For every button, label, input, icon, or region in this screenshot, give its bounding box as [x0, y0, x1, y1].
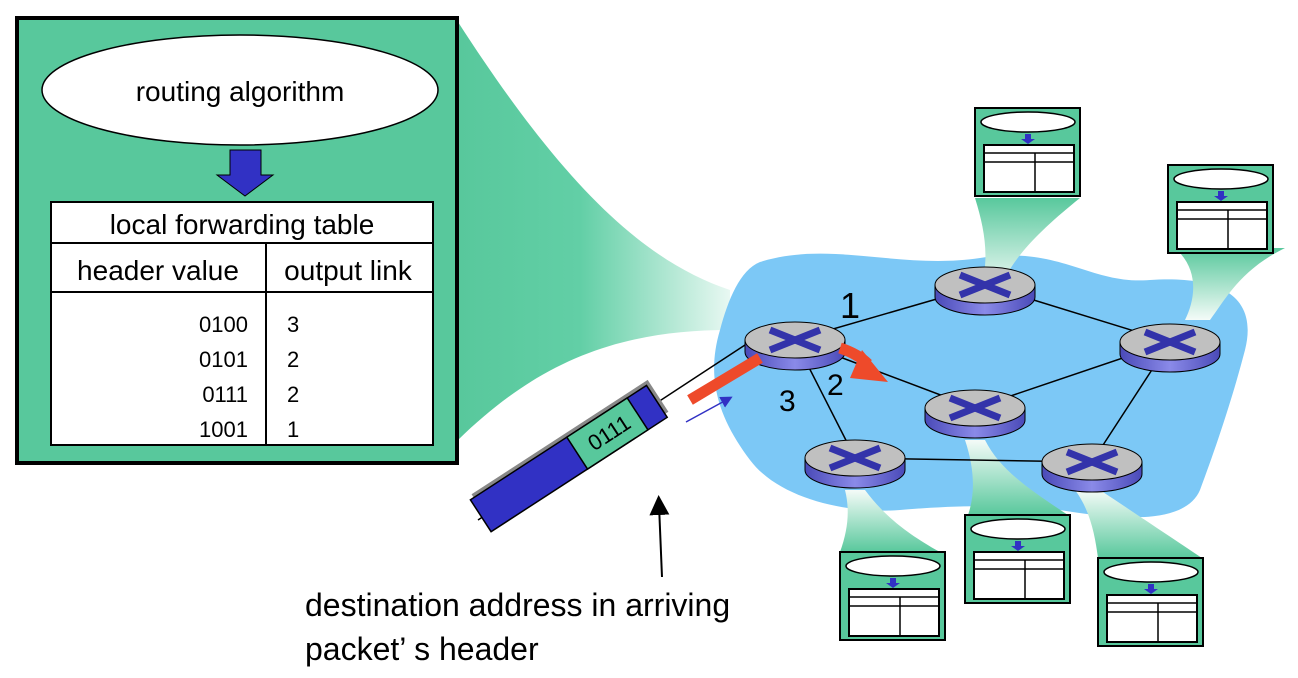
routing-algorithm-node — [41, 34, 439, 146]
routing-algorithm-label: routing algorithm — [136, 76, 345, 107]
mini-beam — [975, 198, 1080, 290]
down-arrow-icon — [886, 578, 900, 588]
packet-direction-arrow — [685, 396, 733, 423]
column-header-value: header value — [77, 255, 239, 286]
link-label-2: 2 — [827, 369, 844, 402]
down-arrow-icon — [1214, 191, 1228, 201]
column-output-link: output link — [284, 255, 413, 286]
router-cross-icon — [828, 444, 882, 472]
table-cell-link: 1 — [287, 417, 299, 442]
packet: 0111 — [469, 379, 669, 533]
router-cross-icon — [1065, 448, 1119, 476]
router-cross-icon — [948, 394, 1002, 422]
mini-beam — [1175, 248, 1285, 320]
table-title: local forwarding table — [110, 209, 375, 240]
table-cell-header: 0111 — [202, 382, 248, 407]
down-arrow-icon — [1021, 134, 1035, 144]
down-arrow-icon — [215, 149, 275, 197]
forwarding-table: local forwarding table header value outp… — [50, 201, 434, 446]
router — [924, 389, 1026, 439]
table-cell-link: 3 — [287, 312, 299, 337]
table-cell-link: 2 — [287, 347, 299, 372]
mini-forwarding-table — [964, 514, 1071, 604]
mini-forwarding-table — [974, 107, 1081, 197]
mini-beam — [840, 490, 940, 552]
zoom-beam — [458, 22, 730, 440]
link-label-3: 3 — [779, 385, 796, 418]
down-arrow-icon — [1144, 584, 1158, 594]
table-cell-header: 0100 — [199, 312, 248, 337]
packet-header-field — [565, 396, 649, 471]
table-cell-header: 1001 — [199, 417, 248, 442]
router-cross-icon — [1143, 328, 1197, 356]
router — [804, 439, 906, 489]
router-zoom-panel: routing algorithm local forwarding table… — [15, 16, 459, 465]
router — [744, 321, 846, 371]
link-label-1: 1 — [840, 285, 860, 326]
router — [934, 266, 1036, 316]
table-cell-link: 2 — [287, 382, 299, 407]
router-cross-icon — [958, 271, 1012, 299]
caption-pointer-arrow — [649, 495, 670, 578]
caption-line-2: packet’ s header — [305, 631, 539, 667]
mini-forwarding-table — [1167, 164, 1274, 254]
mini-forwarding-table — [839, 551, 946, 641]
table-cell-header: 0101 — [199, 347, 248, 372]
router — [1041, 443, 1143, 493]
forwarding-arrow — [687, 342, 888, 405]
down-arrow-icon — [1011, 541, 1025, 551]
mini-beam — [1075, 490, 1202, 558]
caption-line-1: destination address in arriving — [305, 587, 730, 623]
mini-forwarding-table — [1097, 557, 1204, 647]
router — [1119, 323, 1221, 373]
router-cross-icon — [768, 326, 822, 354]
mini-beam — [965, 440, 1068, 515]
